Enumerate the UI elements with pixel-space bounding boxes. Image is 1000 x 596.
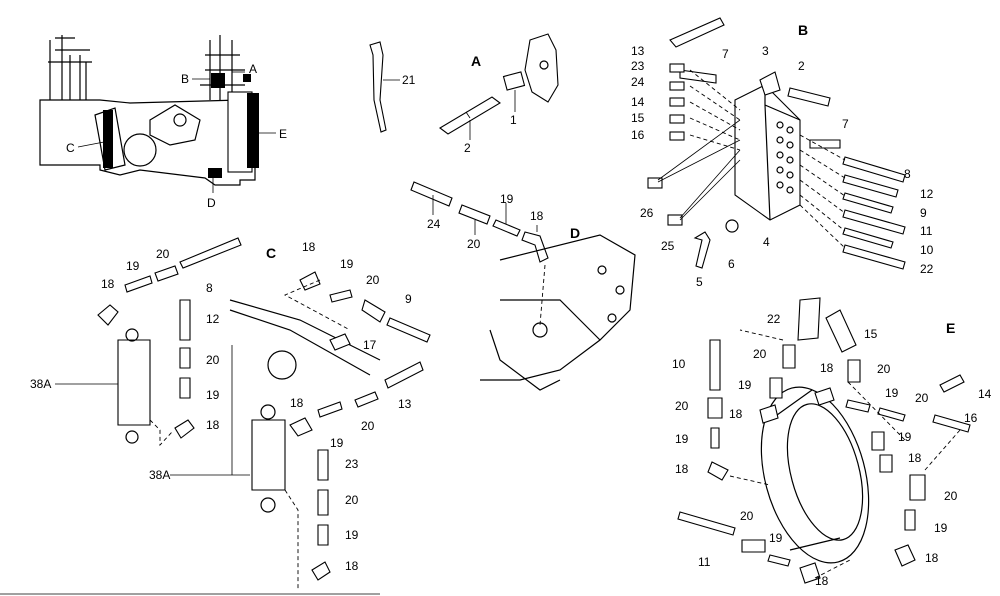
callout-16e: 16: [964, 411, 978, 425]
callout-20e1: 20: [753, 347, 767, 361]
callout-14e: 14: [978, 387, 992, 401]
callout-26: 26: [640, 206, 654, 220]
section-label-b: B: [798, 22, 808, 38]
section-d-parts: [410, 181, 636, 391]
callout-18e3: 18: [675, 462, 689, 476]
callout-15e: 15: [864, 327, 878, 341]
section-a-parts: [439, 33, 559, 140]
callout-19c4: 19: [330, 436, 344, 450]
section-label-d: D: [570, 225, 580, 241]
callout-18c5: 18: [345, 559, 359, 573]
callout-7b: 7: [842, 117, 849, 131]
callout-19d: 19: [500, 192, 514, 206]
callout-8c: 8: [206, 281, 213, 295]
cable-tie-21: [369, 41, 400, 133]
callout-18e2: 18: [729, 407, 743, 421]
overview-label-b: B: [181, 72, 189, 86]
callout-20e4: 20: [675, 399, 689, 413]
callout-6: 6: [728, 257, 735, 271]
callout-1: 1: [510, 113, 517, 127]
callout-20c1: 20: [156, 247, 170, 261]
callout-20c5: 20: [345, 493, 359, 507]
callout-22b: 22: [920, 262, 934, 276]
callout-19e6: 19: [769, 531, 783, 545]
callout-18c1: 18: [101, 277, 115, 291]
callout-19c3: 19: [340, 257, 354, 271]
section-label-e: E: [946, 320, 955, 336]
overview-label-e: E: [279, 127, 287, 141]
callout-19e4: 19: [898, 430, 912, 444]
callout-10b: 10: [920, 243, 934, 257]
callout-23b: 23: [631, 59, 645, 73]
callout-38a-1: 38A: [30, 377, 51, 391]
callout-12c: 12: [206, 312, 220, 326]
callout-16b: 16: [631, 128, 645, 142]
callout-18e6: 18: [815, 574, 829, 588]
callout-15b: 15: [631, 111, 645, 125]
overview-label-a: A: [249, 62, 257, 76]
section-label-a: A: [471, 53, 481, 69]
overview-assembly: [39, 35, 276, 193]
callout-20c2: 20: [206, 353, 220, 367]
callout-18c4: 18: [290, 396, 304, 410]
callout-18c2: 18: [206, 418, 220, 432]
callout-19c1: 19: [126, 259, 140, 273]
callout-20c4: 20: [361, 419, 375, 433]
callout-20e6: 20: [740, 509, 754, 523]
callout-38a-2: 38A: [149, 468, 170, 482]
callout-19e3: 19: [675, 432, 689, 446]
callout-8b: 8: [904, 167, 911, 181]
callout-3: 3: [762, 44, 769, 58]
callout-13c: 13: [398, 397, 412, 411]
callout-19c5: 19: [345, 528, 359, 542]
section-label-c: C: [266, 245, 276, 261]
callout-9c: 9: [405, 292, 412, 306]
callout-18c3: 18: [302, 240, 316, 254]
callout-18e1: 18: [820, 361, 834, 375]
callout-24b: 24: [631, 75, 645, 89]
callout-20d: 20: [467, 237, 481, 251]
callout-2a: 2: [464, 141, 471, 155]
callout-7b-top: 7: [722, 47, 729, 61]
callout-19e2: 19: [885, 386, 899, 400]
callout-18d: 18: [530, 209, 544, 223]
callout-5: 5: [696, 275, 703, 289]
overview-label-c: C: [66, 141, 75, 155]
callout-9b: 9: [920, 206, 927, 220]
section-b-manifold: [647, 17, 906, 270]
callout-10e: 10: [672, 357, 686, 371]
section-c-parts: [55, 237, 431, 590]
callout-20e5: 20: [944, 489, 958, 503]
callout-11e: 11: [698, 555, 711, 569]
callout-19c2: 19: [206, 388, 220, 402]
overview-label-d: D: [207, 196, 216, 210]
callout-18e5: 18: [925, 551, 939, 565]
callout-18e4: 18: [908, 451, 922, 465]
callout-22e: 22: [767, 312, 781, 326]
callout-19e1: 19: [738, 378, 752, 392]
callout-13b: 13: [631, 44, 645, 58]
callout-25: 25: [661, 239, 675, 253]
callout-2b: 2: [798, 59, 805, 73]
callout-23c: 23: [345, 457, 359, 471]
callout-20e2: 20: [877, 362, 891, 376]
callout-21: 21: [402, 73, 416, 87]
callout-20c3: 20: [366, 273, 380, 287]
callout-14b: 14: [631, 95, 645, 109]
callout-4: 4: [763, 235, 770, 249]
callout-24d: 24: [427, 217, 441, 231]
section-e-parts: [677, 297, 971, 584]
callout-19e5: 19: [934, 521, 948, 535]
callout-12b: 12: [920, 187, 934, 201]
callout-20e3: 20: [915, 391, 929, 405]
callout-17: 17: [363, 338, 377, 352]
callout-11b: 11: [920, 224, 933, 238]
